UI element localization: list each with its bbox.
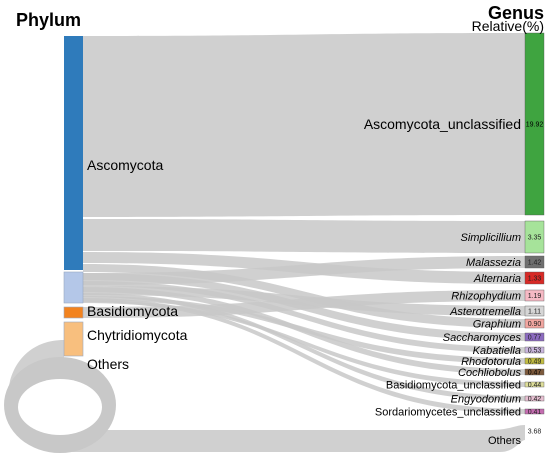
genus-label-graphium: Graphium (473, 319, 521, 331)
genus-value-saccharomyces: 0.77 (528, 335, 542, 342)
genus-value-engyodontium: 0.42 (528, 396, 542, 403)
genus-header: Genus (487, 3, 544, 23)
genus-label-simplicillium: Simplicillium (460, 232, 521, 244)
flow-kabatiella (83, 281, 525, 353)
genus-node-rhizophydium (524, 289, 545, 302)
genus-label-rhizophydium: Rhizophydium (451, 291, 521, 303)
genus-value-others: 3.68 (528, 429, 542, 436)
genus-node-basidiomycota-unclassified (524, 381, 545, 388)
genus-node-saccharomyces (524, 332, 545, 342)
relative-header: Relative(%) (471, 18, 544, 34)
flow-engyodontium (83, 293, 525, 401)
genus-value-rhizophydium: 1.19 (528, 293, 542, 300)
genus-label-rhodotorula: Rhodotorula (461, 356, 521, 368)
phylum-node-others (63, 321, 84, 357)
label-layer: AscomycotaBasidiomycotaChytridiomycotaOt… (87, 116, 543, 447)
genus-node-cochliobolus (524, 368, 545, 376)
genus-label-others: Others (488, 435, 522, 447)
genus-value-cochliobolus: 0.47 (528, 370, 542, 377)
genus-label-sordariomycetes-unclassified: Sordariomycetes_unclassified (375, 407, 521, 419)
node-layer (63, 32, 545, 415)
phylum-header: Phylum (16, 10, 82, 30)
genus-value-rhodotorula: 0.49 (528, 359, 542, 366)
flow-ascomycota-unclassified (83, 33, 525, 217)
genus-value-simplicillium: 3.35 (528, 235, 542, 242)
genus-label-engyodontium: Engyodontium (451, 394, 521, 406)
genus-label-basidiomycota-unclassified: Basidiomycota_unclassified (386, 380, 521, 392)
genus-value-kabatiella: 0.53 (528, 348, 542, 355)
genus-node-ascomycota-unclassified (524, 32, 545, 216)
genus-label-kabatiella: Kabatiella (473, 345, 521, 357)
genus-node-sordariomycetes-unclassified (524, 408, 545, 415)
genus-label-ascomycota-unclassified: Ascomycota_unclassified (364, 116, 521, 132)
genus-value-graphium: 0.90 (528, 321, 542, 328)
genus-label-alternaria: Alternaria (473, 273, 521, 285)
genus-node-simplicillium (524, 220, 545, 254)
genus-value-basidiomycota-unclassified: 0.44 (528, 382, 542, 389)
genus-value-asterotremella: 1.11 (528, 309, 541, 316)
genus-label-malassezia: Malassezia (466, 257, 521, 269)
genus-value-alternaria: 1.33 (528, 276, 542, 283)
phylum-label-ascomycota: Ascomycota (87, 157, 163, 173)
phylum-node-ascomycota (64, 36, 83, 270)
genus-label-saccharomyces: Saccharomyces (443, 332, 522, 344)
others-loop-hole (18, 379, 102, 435)
genus-node-malassezia (524, 255, 545, 269)
phylum-label-basidiomycota: Basidiomycota (87, 303, 178, 319)
phylum-node-basidiomycota (63, 271, 84, 304)
genus-node-rhodotorula (524, 357, 545, 365)
flow-rhodotorula (83, 296, 525, 364)
flow-basidiomycota-unclassified (83, 300, 525, 387)
phylum-label-chytridiomycota: Chytridiomycota (87, 327, 188, 343)
flow-malassezia (83, 256, 525, 285)
phylum-label-others: Others (87, 356, 129, 372)
flow-sordariomycetes-unclassified (83, 298, 525, 414)
genus-label-asterotremella: Asterotremella (449, 306, 521, 318)
genus-node-graphium (524, 318, 545, 329)
genus-node-engyodontium (524, 395, 545, 402)
phylum-node-chytridiomycota (63, 306, 84, 319)
genus-value-malassezia: 1.42 (528, 260, 542, 267)
genus-node-alternaria (524, 271, 545, 285)
flow-simplicillium (83, 219, 525, 253)
genus-node-asterotremella (524, 305, 545, 317)
genus-value-sordariomycetes-unclassified: 0.41 (528, 409, 542, 416)
flow-layer (4, 33, 526, 453)
genus-value-ascomycota-unclassified: 19.92 (526, 122, 544, 129)
genus-label-cochliobolus: Cochliobolus (458, 367, 521, 379)
genus-node-kabatiella (524, 346, 545, 354)
flow-rhizophydium (83, 290, 525, 318)
